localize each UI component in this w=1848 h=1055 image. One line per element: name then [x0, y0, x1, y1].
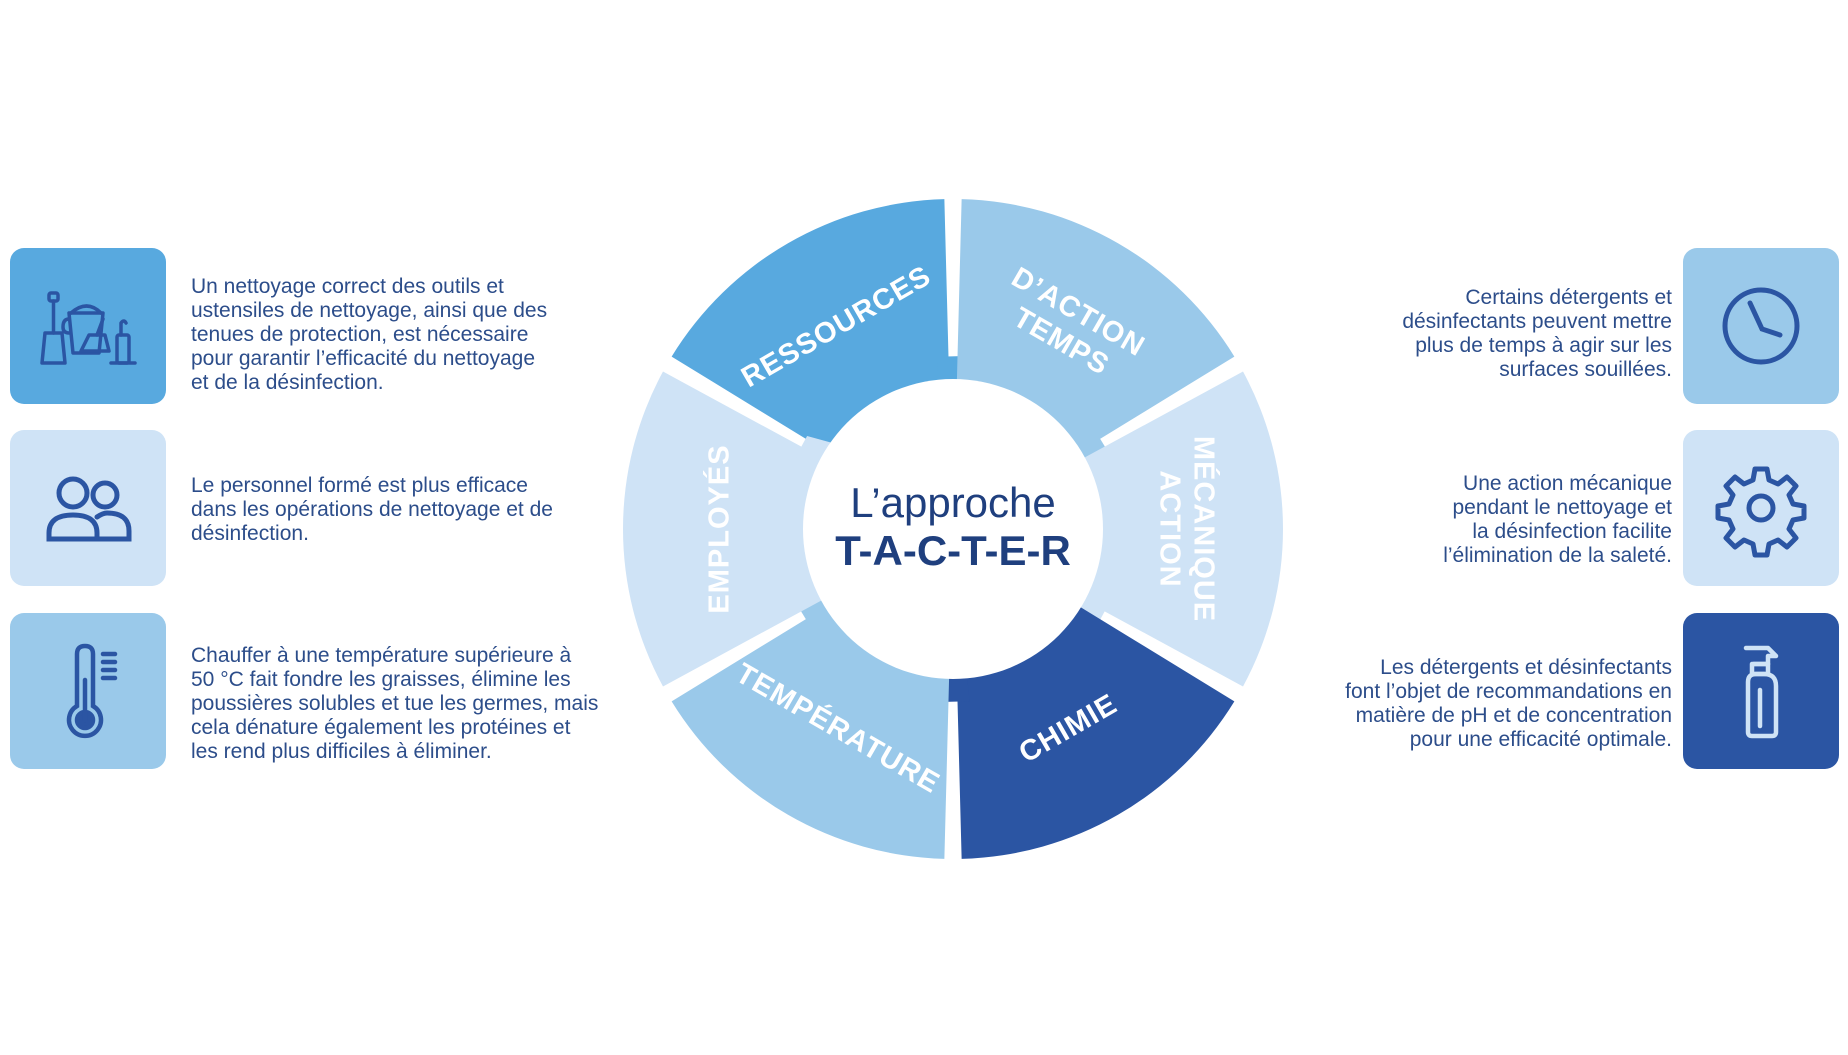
wheel-segment-0 [671, 199, 950, 463]
mechanical-description: Une action mécanique pendant le nettoyag… [1443, 472, 1672, 567]
spray-bottle-icon [1743, 645, 1779, 739]
tile-employees [10, 430, 166, 586]
center-title-line1: L’approche [850, 479, 1056, 526]
tile-chemistry [1683, 613, 1839, 769]
wheel-segment-1 [956, 199, 1235, 463]
time-description: Certains détergents et désinfectants peu… [1402, 286, 1672, 381]
employees-description: Le personnel formé est plus efficace dan… [191, 474, 553, 545]
cleaning-tools-icon [40, 291, 137, 365]
wheel-segment-4 [671, 595, 950, 859]
gear-icon [1715, 466, 1807, 558]
temperature-description: Chauffer à une température supérieure à … [191, 644, 599, 763]
thermometer-icon [66, 643, 118, 739]
segment-label-2-0: ACTION [1153, 470, 1185, 587]
wheel-segment-2 [1065, 371, 1283, 687]
clock-icon [1722, 287, 1800, 365]
people-icon [46, 476, 132, 542]
tile-resources [10, 248, 166, 404]
tile-time [1683, 248, 1839, 404]
wheel-segment-5 [623, 371, 841, 687]
segment-label-2-1: MÉCANIQUE [1187, 436, 1221, 622]
center-title-line2: T-A-C-T-E-R [835, 527, 1071, 574]
resources-description: Un nettoyage correct des outils et usten… [191, 275, 548, 394]
tile-mechanical [1683, 430, 1839, 586]
tile-temperature [10, 613, 166, 769]
wheel-segment-3 [956, 595, 1235, 859]
segment-label-5-0: EMPLOYÉS [702, 444, 736, 613]
chemistry-description: Les détergents et désinfectants font l’o… [1345, 656, 1672, 751]
